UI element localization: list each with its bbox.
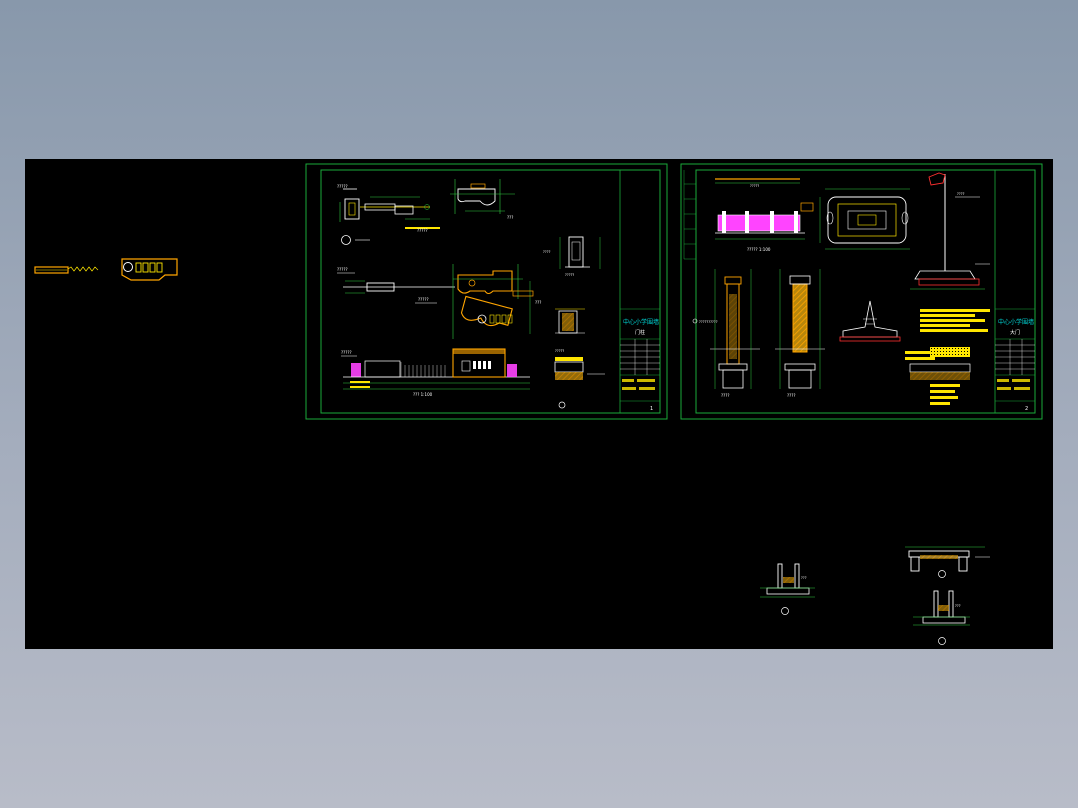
sheet1-detail-pier-small: ???? ????? bbox=[543, 236, 601, 277]
sheet2-title-block: 中心小学围墙 大门 2 bbox=[994, 170, 1035, 413]
svg-text:??????????: ?????????? bbox=[699, 320, 718, 324]
svg-text:?????: ????? bbox=[555, 349, 564, 353]
sheet1-title-block: 中心小学围墙 门柱 1 bbox=[619, 170, 660, 413]
svg-text:????: ???? bbox=[721, 393, 730, 398]
sheet2-detail-gate-column-a: ?????????? ???? bbox=[692, 269, 760, 398]
sheet2-detail-flag-base-plan bbox=[819, 188, 910, 250]
sheet1-detail-gate-elevation: ????? ??? 1: bbox=[341, 348, 530, 397]
svg-text:?????: ????? bbox=[565, 273, 574, 277]
sheet1-detail-wall-elev: ????? ????? bbox=[337, 267, 455, 304]
sheet1-detail-corner: ??? bbox=[450, 179, 515, 220]
drawing-sheet-1[interactable]: 中心小学围墙 门柱 1 ????? ????? bbox=[305, 163, 668, 420]
sheet1-title-text: 中心小学围墙 bbox=[623, 318, 659, 326]
svg-text:?????: ????? bbox=[337, 267, 348, 272]
sheet1-detail-footing: ????? bbox=[554, 349, 605, 409]
loose-detail-footing-2 bbox=[905, 546, 990, 578]
sheet2-detail-monument bbox=[839, 300, 901, 342]
sheet2-number-text: 2 bbox=[1025, 406, 1028, 412]
sheet1-detail-coping bbox=[555, 308, 585, 334]
cad-drawing-canvas[interactable]: 中心小学围墙 门柱 1 ????? ????? bbox=[25, 159, 1053, 649]
sheet2-left-strip bbox=[683, 170, 696, 260]
svg-text:?????: ????? bbox=[417, 228, 428, 233]
sheet2-subtitle-text: 大门 bbox=[1010, 329, 1020, 336]
sheet1-number-text: 1 bbox=[650, 406, 653, 412]
sheet1-subtitle-text: 门柱 bbox=[635, 329, 645, 336]
svg-text:????: ???? bbox=[957, 192, 965, 196]
sheet2-detail-fence-elevation: ????? ????? 1:100 bbox=[715, 178, 814, 252]
sheet2-title-text: 中心小学围墙 bbox=[998, 318, 1034, 326]
sheet2-notes-block bbox=[905, 309, 990, 405]
svg-text:?????: ????? bbox=[337, 184, 348, 189]
loose-detail-gate-plan bbox=[121, 258, 178, 281]
loose-detail-wall-segment bbox=[34, 266, 99, 274]
svg-text:?????: ????? bbox=[418, 297, 429, 302]
svg-text:????: ???? bbox=[543, 250, 551, 254]
sheet2-detail-gate-column-b: ???? bbox=[775, 269, 825, 398]
svg-text:??? 1:100: ??? 1:100 bbox=[413, 392, 433, 397]
svg-text:???: ??? bbox=[955, 604, 961, 608]
svg-text:???: ??? bbox=[507, 215, 513, 220]
loose-detail-footing-1: ??? bbox=[760, 563, 815, 615]
svg-text:????: ???? bbox=[787, 393, 796, 398]
sheet1-detail-pier: ????? bbox=[337, 184, 370, 245]
svg-text:????? 1:100: ????? 1:100 bbox=[747, 247, 771, 252]
drawing-sheet-2[interactable]: 中心小学围墙 大门 2 ????? ????? 1:100 bbox=[680, 163, 1043, 420]
sheet1-detail-wall-cap: ????? bbox=[360, 196, 440, 233]
cad-drawing-viewport[interactable]: 中心小学围墙 门柱 1 ????? ????? bbox=[25, 159, 1053, 649]
sheet2-detail-flagpole: ???? bbox=[910, 172, 990, 290]
svg-text:???: ??? bbox=[801, 576, 807, 580]
loose-detail-footing-3: ??? bbox=[913, 590, 970, 645]
svg-text:???: ??? bbox=[535, 300, 541, 305]
sheet1-detail-gate-plan: ??? bbox=[452, 264, 541, 339]
svg-text:?????: ????? bbox=[750, 184, 759, 188]
svg-text:?????: ????? bbox=[341, 350, 352, 355]
